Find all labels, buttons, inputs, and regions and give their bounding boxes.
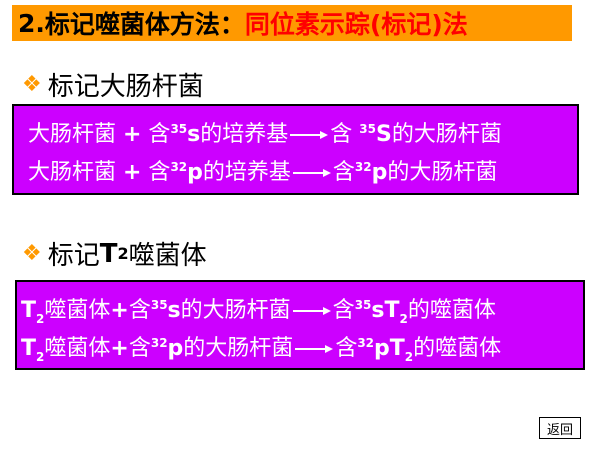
isotope-mass: 35 bbox=[354, 298, 372, 312]
plus-sign: + bbox=[123, 122, 142, 147]
plus-sign: + bbox=[110, 336, 129, 361]
isotope-element: sT bbox=[371, 298, 400, 323]
title-red-text: 同位素示踪(标记)法 bbox=[244, 10, 468, 39]
title-black-text: 标记噬菌体方法： bbox=[44, 10, 245, 39]
right-arrow-icon bbox=[292, 169, 331, 177]
line-text: 的大肠杆菌 bbox=[387, 160, 498, 185]
line-text: 含 bbox=[330, 122, 360, 147]
section1-line-1: 大肠杆菌 + 含35s的培养基含 35S的大肠杆菌 bbox=[28, 110, 577, 148]
isotope-mass: 32 bbox=[170, 160, 188, 174]
section2-heading-post: 噬菌体 bbox=[128, 241, 207, 271]
section1-heading-text: 标记大肠杆菌 bbox=[47, 72, 204, 102]
section2-heading-t: T bbox=[99, 238, 118, 269]
line-text: 含 bbox=[335, 336, 358, 361]
isotope-element: p bbox=[167, 336, 184, 361]
section2-heading-text: 标记 bbox=[47, 241, 100, 271]
line-text: 的培养基 bbox=[202, 160, 291, 185]
isotope-element: p bbox=[187, 160, 203, 185]
isotope-mass: 35 bbox=[359, 122, 376, 136]
section1-box: 大肠杆菌 + 含35s的培养基含 35S的大肠杆菌 大肠杆菌 + 含32p的培养… bbox=[12, 104, 579, 195]
line-text: 的培养基 bbox=[200, 122, 289, 147]
line-text: 含 bbox=[141, 122, 171, 147]
line-text: 含 bbox=[128, 336, 151, 361]
line-text: 含 bbox=[141, 160, 171, 185]
line-text: 含 bbox=[332, 160, 355, 185]
line-text: 噬菌体 bbox=[44, 336, 111, 361]
line-text: 的大肠杆菌 bbox=[391, 122, 502, 147]
isotope-mass: 35 bbox=[150, 298, 168, 312]
diamond-bullet-icon: ❖ bbox=[22, 72, 42, 97]
section2-box: T2噬菌体+含35s的大肠杆菌含35sT2的噬菌体 T2噬菌体+含32p的大肠杆… bbox=[15, 280, 585, 370]
phage-t: T bbox=[21, 298, 37, 323]
line-text: 含 bbox=[332, 298, 355, 323]
isotope-element: s bbox=[167, 298, 181, 323]
line-text: 的噬菌体 bbox=[407, 298, 496, 323]
section1-line-2: 大肠杆菌 + 含32p的培养基含32p的大肠杆菌 bbox=[28, 148, 577, 186]
line-text: 大肠杆菌 bbox=[28, 122, 123, 147]
isotope-mass: 32 bbox=[357, 336, 375, 350]
section2-heading-sub: 2 bbox=[117, 244, 129, 263]
back-button[interactable]: 返回 bbox=[539, 417, 581, 439]
plus-sign: + bbox=[110, 298, 129, 323]
section2-line-2: T2噬菌体+含32p的大肠杆菌含32pT2的噬菌体 bbox=[21, 324, 583, 364]
line-text: 噬菌体 bbox=[44, 298, 111, 323]
isotope-mass: 32 bbox=[150, 336, 168, 350]
slide-title: 2.标记噬菌体方法：同位素示踪(标记)法 bbox=[12, 5, 572, 41]
phage-t: T bbox=[21, 336, 37, 361]
plus-sign: + bbox=[123, 160, 142, 185]
diamond-bullet-icon: ❖ bbox=[22, 241, 42, 266]
section1-heading: ❖ 标记大肠杆菌 bbox=[22, 66, 204, 103]
isotope-element: p bbox=[371, 160, 388, 185]
right-arrow-icon bbox=[295, 345, 334, 353]
section2-line-1: T2噬菌体+含35s的大肠杆菌含35sT2的噬菌体 bbox=[21, 286, 583, 326]
right-arrow-icon bbox=[292, 307, 331, 315]
isotope-element: s bbox=[187, 122, 201, 147]
title-prefix: 2. bbox=[18, 8, 45, 38]
line-text: 含 bbox=[128, 298, 151, 323]
isotope-element: pT bbox=[374, 336, 405, 361]
line-text: 的大肠杆菌 bbox=[183, 336, 294, 361]
phage-sub: 2 bbox=[399, 312, 408, 326]
isotope-mass: 35 bbox=[170, 122, 188, 136]
phage-sub: 2 bbox=[36, 350, 45, 364]
isotope-mass: 32 bbox=[354, 160, 372, 174]
right-arrow-icon bbox=[290, 131, 329, 139]
line-text: 的大肠杆菌 bbox=[180, 298, 291, 323]
isotope-element: S bbox=[375, 122, 392, 147]
phage-sub: 2 bbox=[404, 350, 414, 364]
line-text: 的噬菌体 bbox=[413, 336, 502, 361]
phage-sub: 2 bbox=[36, 312, 45, 326]
line-text: 大肠杆菌 bbox=[28, 160, 123, 185]
